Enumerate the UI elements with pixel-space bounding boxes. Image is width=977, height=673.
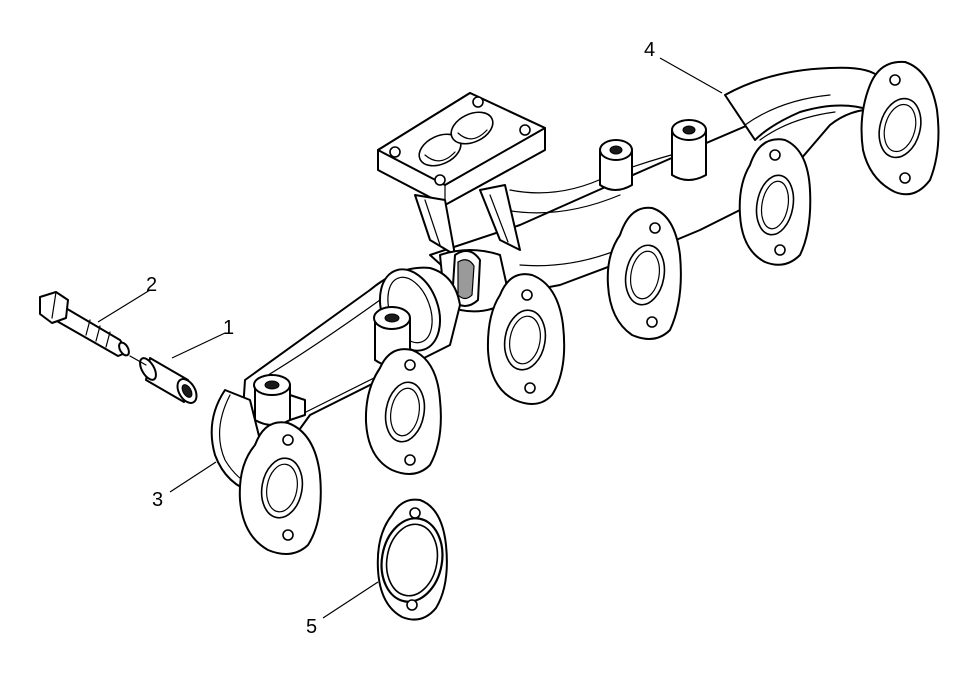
leader-line-5 (322, 581, 379, 619)
flange-port-1 (238, 421, 322, 555)
flange-port-5 (738, 138, 812, 266)
flange-port-3 (486, 273, 566, 405)
gasket (376, 498, 448, 621)
leader-line-1 (171, 332, 226, 359)
spacer-sleeve (129, 355, 198, 404)
front-end-boss (253, 374, 306, 426)
callout-4: 4 (644, 39, 655, 61)
leader-line-3 (169, 461, 217, 493)
turbo-outlet-pipes (414, 184, 521, 256)
rear-mounting-boss-2 (671, 119, 707, 181)
callout-5: 5 (306, 616, 317, 638)
bolt (39, 291, 130, 357)
callout-2: 2 (146, 274, 157, 296)
flange-port-6 (860, 60, 940, 196)
leader-line-2 (97, 289, 151, 323)
flange-port-2 (364, 348, 442, 475)
leader-line-4 (659, 57, 723, 94)
rear-manifold-section (429, 66, 891, 301)
callout-3: 3 (152, 489, 163, 511)
rear-mounting-boss-1 (599, 139, 633, 191)
turbo-mounting-flange (377, 92, 546, 206)
callout-1: 1 (223, 317, 234, 339)
flange-port-4 (606, 206, 682, 340)
